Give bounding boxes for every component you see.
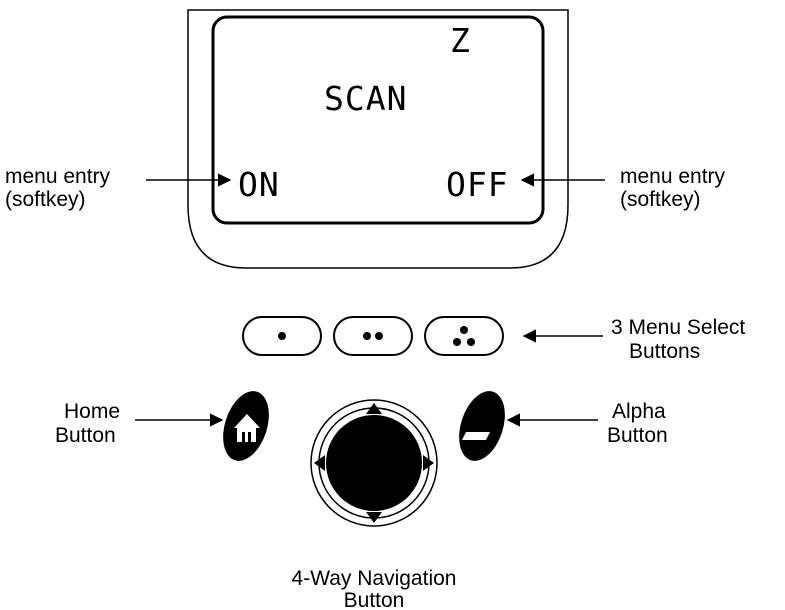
one-dot-icon	[278, 332, 286, 340]
menu-select-callout: 3 Menu Select Buttons	[522, 316, 745, 363]
up-arrow-icon[interactable]	[366, 403, 382, 414]
lcd-screen	[211, 15, 545, 225]
nav-center	[326, 415, 422, 511]
menu-select-button-1[interactable]	[242, 316, 322, 356]
two-dots-icon	[363, 332, 383, 340]
right-menu-entry-callout: menu entry (softkey)	[520, 165, 726, 211]
svg-text:menu entry: menu entry	[620, 165, 726, 188]
svg-text:Buttons: Buttons	[629, 340, 700, 363]
down-arrow-icon[interactable]	[366, 512, 382, 523]
menu-select-button-3[interactable]	[424, 316, 504, 356]
svg-text:Button: Button	[55, 424, 116, 447]
nav-callout: 4-Way Navigation Button	[292, 567, 457, 610]
svg-text:menu entry: menu entry	[5, 165, 111, 188]
home-button[interactable]	[215, 385, 277, 466]
home-icon	[234, 414, 260, 442]
left-menu-entry-callout: menu entry (softkey)	[5, 165, 232, 211]
svg-text:Button: Button	[344, 589, 405, 610]
device-housing	[187, 9, 569, 269]
svg-text:Home: Home	[64, 400, 120, 423]
home-callout: Home Button	[55, 400, 224, 447]
svg-text:(softkey): (softkey)	[5, 188, 86, 211]
screen-title: SCAN	[324, 79, 407, 118]
left-arrow-icon[interactable]	[314, 455, 325, 471]
status-indicator: Z	[450, 21, 471, 60]
svg-text:Alpha: Alpha	[612, 400, 666, 423]
right-softkey-label[interactable]: OFF	[446, 165, 509, 204]
menu-select-button-2[interactable]	[333, 316, 413, 356]
four-way-navigation-button[interactable]	[310, 399, 438, 527]
alpha-callout: Alpha Button	[506, 400, 668, 447]
svg-text:4-Way Navigation: 4-Way Navigation	[292, 567, 457, 590]
left-softkey-label[interactable]: ON	[238, 165, 280, 204]
svg-text:Button: Button	[607, 424, 668, 447]
three-dots-icon	[453, 326, 475, 346]
right-arrow-icon[interactable]	[423, 455, 434, 471]
svg-text:3 Menu Select: 3 Menu Select	[611, 316, 745, 339]
svg-text:(softkey): (softkey)	[620, 188, 701, 211]
